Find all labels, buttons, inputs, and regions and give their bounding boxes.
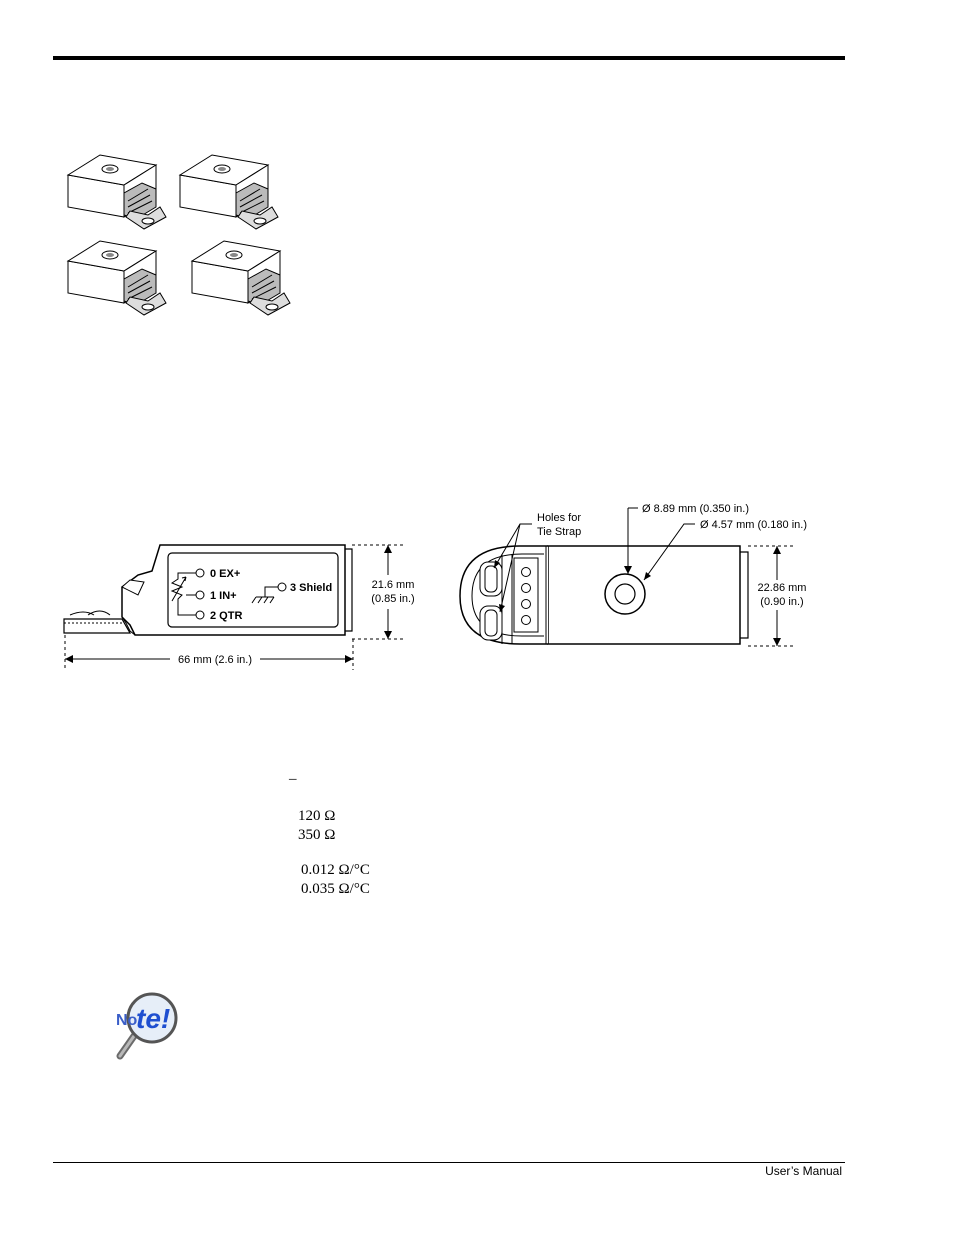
- terminal-1-label: 1 IN+: [210, 590, 237, 602]
- module-image-4: [191, 240, 291, 316]
- height-in-label: (0.85 in.): [371, 593, 414, 605]
- tempco-value-1: 0.012 Ω/°C: [301, 862, 370, 878]
- outer-diameter-label: Ø 8.89 mm (0.350 in.): [642, 503, 749, 515]
- height-in-label-right: (0.90 in.): [760, 596, 803, 608]
- holes-label-line1: Holes for: [537, 512, 581, 524]
- holes-label-line2: Tie Strap: [537, 526, 581, 538]
- top-view-diagram: Holes for Tie Strap Ø 8.89 mm (0.350 in.…: [459, 503, 807, 647]
- spec-dash: –: [289, 771, 297, 787]
- tempco-value-2: 0.035 Ω/°C: [301, 881, 370, 897]
- svg-text:No: No: [116, 1012, 138, 1029]
- footer-text: User’s Manual: [765, 1164, 842, 1178]
- terminal-3-label: 3 Shield: [290, 582, 332, 594]
- note-magnifier-icon: No te!: [116, 992, 178, 1060]
- length-label: 66 mm (2.6 in.): [178, 654, 252, 666]
- height-mm-label: 21.6 mm: [372, 579, 415, 591]
- resistance-value-1: 120 Ω: [298, 808, 336, 824]
- terminal-0-label: 0 EX+: [210, 568, 240, 580]
- module-image-3: [67, 240, 167, 316]
- side-view-diagram: 0 EX+ 1 IN+ 2 QTR 3 Shield 21.6 mm (0.85…: [63, 544, 415, 670]
- svg-text:te!: te!: [136, 1003, 170, 1034]
- header-rule: [53, 56, 845, 60]
- height-mm-label-right: 22.86 mm: [758, 582, 807, 594]
- resistance-value-2: 350 Ω: [298, 827, 336, 843]
- footer-rule: [53, 1162, 845, 1163]
- module-image-2: [179, 154, 279, 230]
- module-image-1: [67, 154, 167, 230]
- inner-diameter-label: Ø 4.57 mm (0.180 in.): [700, 519, 807, 531]
- terminal-2-label: 2 QTR: [210, 610, 242, 622]
- module-product-illustration: [67, 154, 291, 316]
